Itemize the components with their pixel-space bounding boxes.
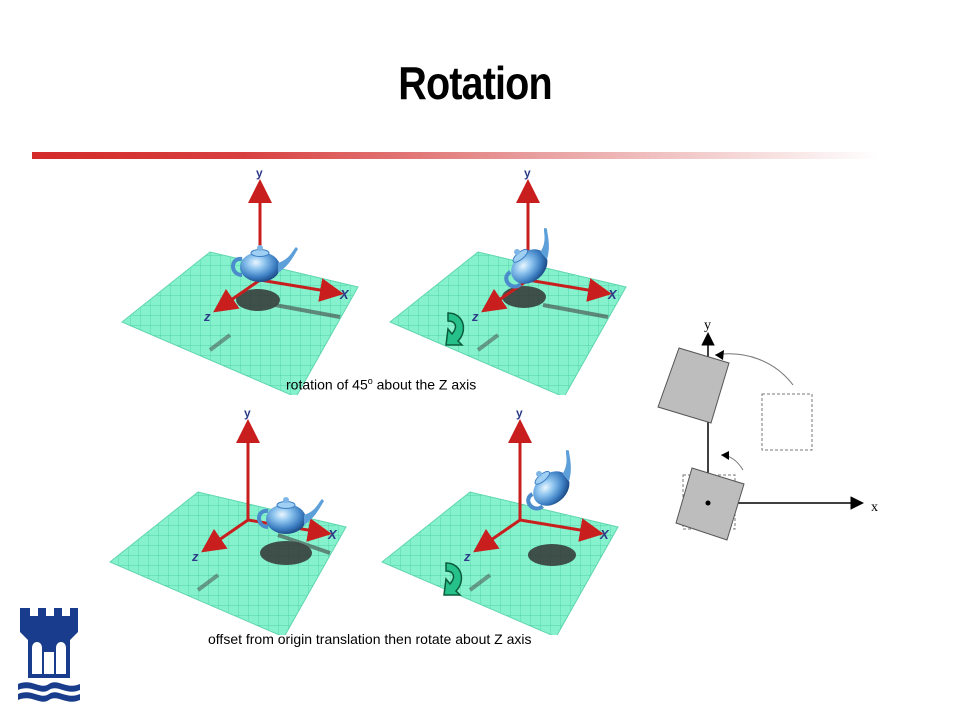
z-axis (473, 518, 521, 553)
y-axis-label: y (524, 166, 531, 180)
x-axis (519, 518, 604, 542)
ground-grid (381, 491, 619, 635)
degree-superscript: o (367, 376, 373, 386)
scene-translated: y X z (109, 406, 347, 635)
z-axis-label: z (191, 549, 199, 564)
x-axis-label: X (339, 287, 350, 302)
university-castle-logo (18, 608, 80, 702)
x-axis-label: X (607, 287, 618, 302)
caption-rotation-text: rotation of 45 (286, 376, 368, 393)
scene-original: y X z (121, 166, 359, 395)
rotation-2d-diagram: y x (657, 318, 878, 541)
x-axis-label: X (327, 527, 338, 542)
z-axis (201, 518, 249, 553)
z-axis-label: z (471, 309, 479, 324)
x-axis-label: x (871, 500, 878, 515)
x-axis (259, 278, 344, 302)
caption-rotation-suffix: about the Z axis (372, 376, 477, 393)
rotated-square-offset (657, 347, 730, 424)
x-axis (527, 278, 612, 302)
caption-rotation: rotation of 45o about the Z axis (286, 376, 476, 393)
y-axis-label: y (516, 406, 523, 420)
z-axis-label: z (463, 549, 471, 564)
scene-translated-rotated: y X z (381, 406, 619, 635)
x-axis-label: X (599, 527, 610, 542)
slide-title: Rotation (398, 57, 552, 109)
y-axis-label: y (256, 166, 263, 180)
original-square-offset (761, 393, 813, 451)
scene-rotated: y X z (389, 166, 627, 395)
z-axis (213, 278, 261, 313)
y-axis-label: y (244, 406, 251, 420)
title-divider (32, 152, 880, 159)
caption-translation: offset from origin translation then rota… (208, 631, 532, 647)
rotation-arc-lower (720, 454, 744, 471)
rotation-arc-upper (714, 353, 794, 386)
y-axis-label: y (704, 318, 711, 333)
z-axis-label: z (203, 309, 211, 324)
